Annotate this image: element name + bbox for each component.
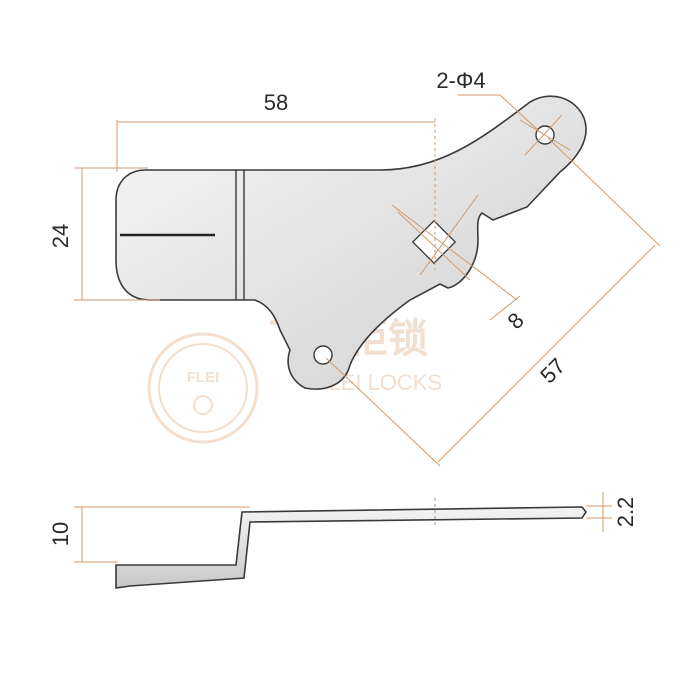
watermark-logo-text: FLEI xyxy=(187,369,220,386)
dimension-lines-side xyxy=(74,492,612,563)
dimension-lines-top xyxy=(74,94,661,467)
watermark-logo: FLEI xyxy=(147,332,259,444)
dim-height-10: 10 xyxy=(48,522,73,546)
dim-slot-8: 8 xyxy=(503,308,529,334)
latch-plate-top-view xyxy=(115,95,587,390)
dim-width-58: 58 xyxy=(264,90,288,115)
square-hole xyxy=(411,219,457,265)
dim-holes: 2-Φ4 xyxy=(436,68,485,93)
dim-thickness-2-2: 2.2 xyxy=(613,497,638,528)
dim-length-57: 57 xyxy=(535,353,570,388)
latch-plate-side-view xyxy=(115,498,587,589)
dim-height-24: 24 xyxy=(48,224,73,248)
